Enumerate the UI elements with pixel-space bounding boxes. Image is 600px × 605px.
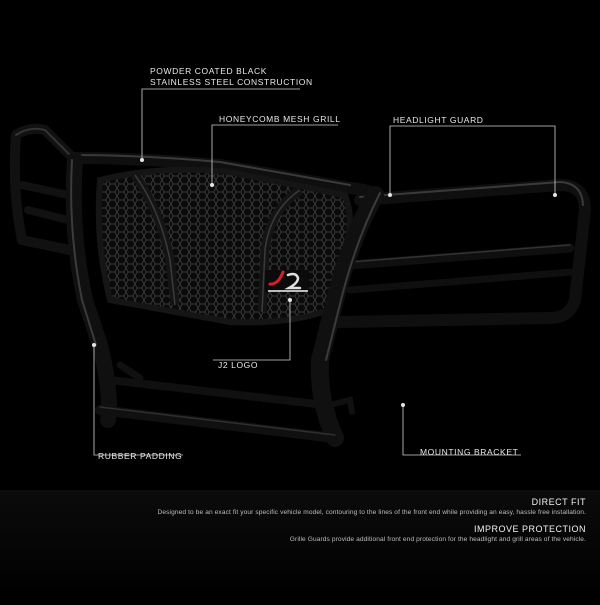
feature-panel: DIRECT FIT Designed to be an exact fit y… [0,490,600,600]
powder-coated-line1: POWDER COATED BLACK [150,66,268,76]
j2-logo [265,270,309,292]
improve-protection-description: Grille Guards provide additional front e… [289,536,586,543]
headlight-guard-callout: HEADLIGHT GUARD [393,115,484,125]
right-upright [310,186,384,447]
powder-coated-callout: POWDER COATED BLACK STAINLESS STEEL CONS… [150,66,313,88]
direct-fit-description: Designed to be an exact fit your specifi… [157,509,586,516]
honeycomb-callout: HONEYCOMB MESH GRILL [219,114,341,124]
callout-dots [92,158,557,407]
lower-bars [95,361,355,443]
honeycomb-mesh-grill [95,166,353,326]
right-headlight-guard [334,179,591,328]
direct-fit-title: DIRECT FIT [531,497,586,507]
rubber-padding-callout: RUBBER PADDING [98,451,183,461]
callout-lines [93,88,556,456]
improve-protection-title: IMPROVE PROTECTION [473,524,586,534]
left-upright [65,152,117,428]
left-headlight-guard [9,123,75,255]
mounting-bracket-callout: MOUNTING BRACKET [420,447,519,457]
powder-coated-line2: STAINLESS STEEL CONSTRUCTION [150,77,313,87]
j2-logo-callout: J2 LOGO [218,360,259,370]
